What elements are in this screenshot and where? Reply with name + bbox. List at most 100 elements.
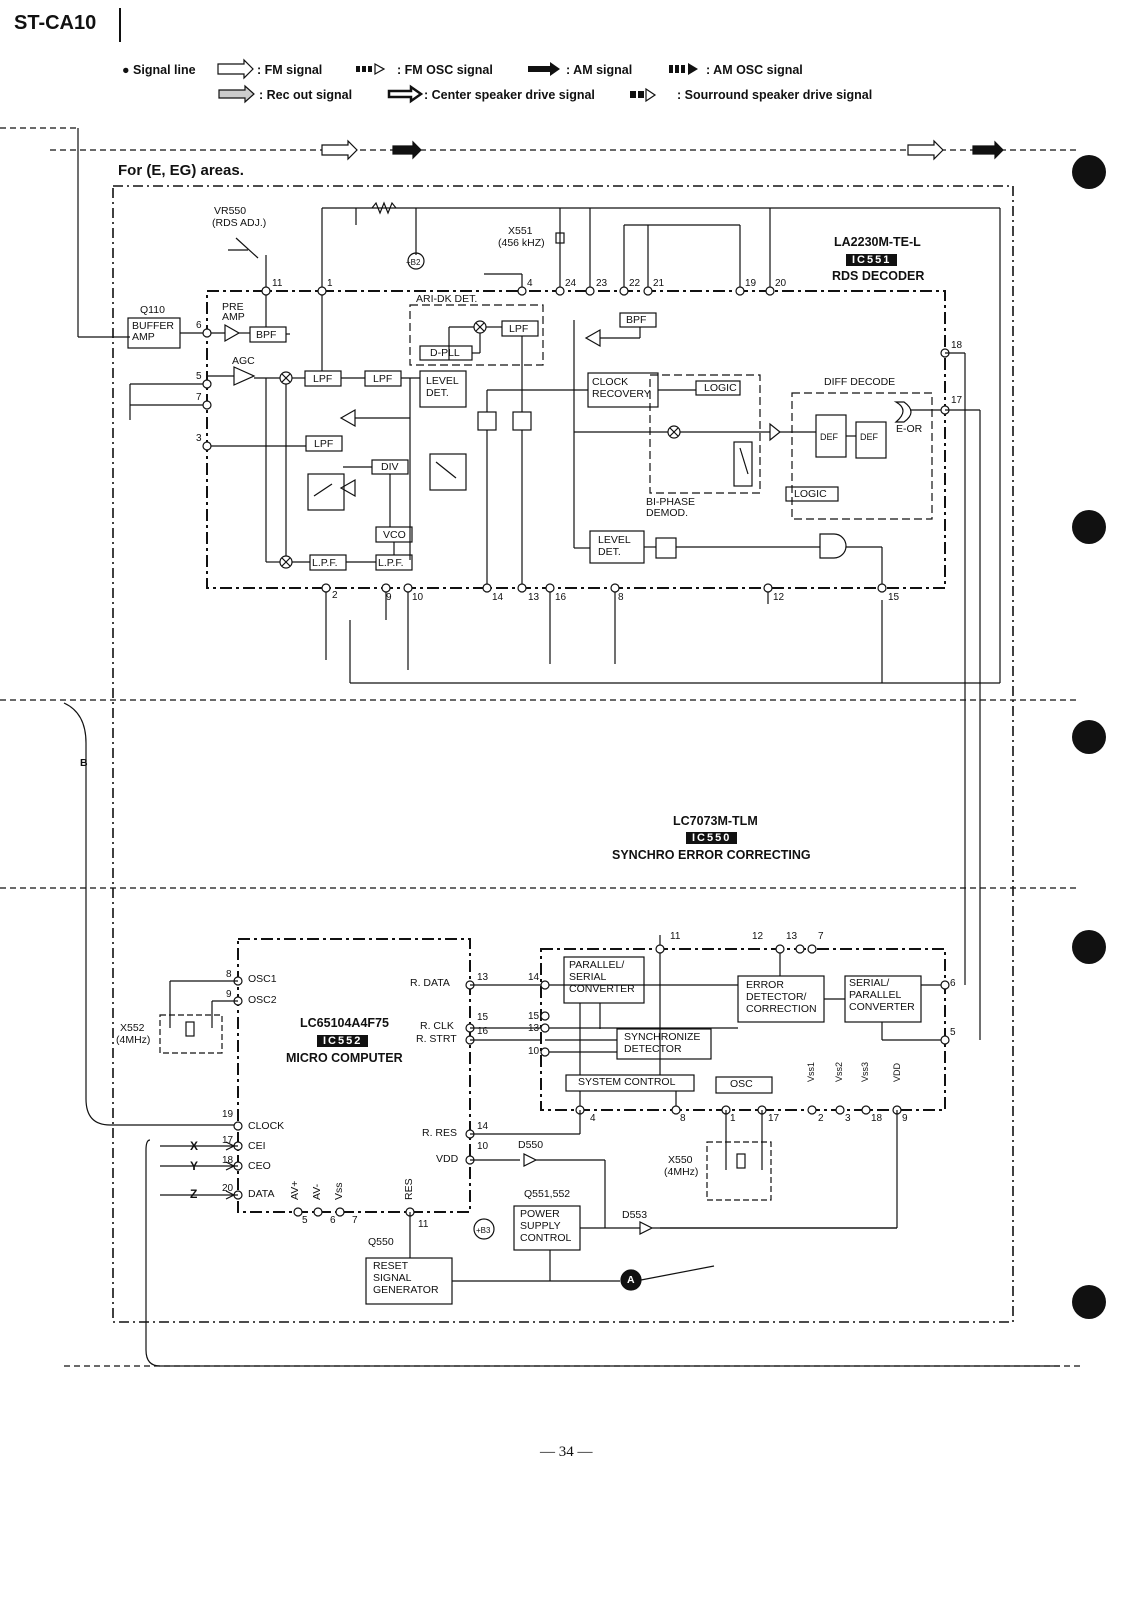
power-supply-2: SUPPLY [520, 1220, 561, 1232]
pin-number: 8 [226, 969, 232, 980]
ic550-part: LC7073M-TLM [673, 814, 758, 828]
parallel-serial-3: CONVERTER [569, 983, 635, 995]
level-det-label-1: LEVEL [598, 534, 631, 546]
pin-number: 7 [196, 392, 202, 403]
vr550-label: VR550 [214, 205, 247, 217]
level-det-label-2: DET. [426, 387, 449, 399]
serial-parallel-1: SERIAL/ [849, 977, 890, 989]
system-control-label: SYSTEM CONTROL [578, 1076, 676, 1088]
pin-number: 4 [527, 278, 533, 289]
level-det-label-2: DET. [598, 546, 621, 558]
serial-parallel-2: PARALLEL [849, 989, 902, 1001]
bi-phase-label-2: DEMOD. [646, 507, 688, 519]
x552-note: (4MHz) [116, 1034, 151, 1046]
vss3-label: Vss3 [860, 1061, 870, 1082]
pin-name: AV+ [289, 1180, 301, 1200]
pre-amp-label-2: AMP [222, 311, 245, 323]
reset-gen-3: GENERATOR [373, 1284, 439, 1296]
pin-number: 7 [352, 1215, 358, 1226]
clock-recovery-label-2: RECOVERY [592, 388, 651, 400]
error-detector-3: CORRECTION [746, 1003, 817, 1015]
legend-signal-line-label: Signal line [133, 63, 196, 77]
buffer-amp-label-1: BUFFER [132, 320, 174, 332]
pin-name: DATA [248, 1188, 275, 1200]
pin-name: RES [403, 1178, 415, 1200]
pin-number: 19 [222, 1109, 234, 1120]
legend-center-label: : Center speaker drive signal [424, 88, 595, 102]
pin-name: R. DATA [410, 977, 450, 989]
bracket-b [63, 702, 238, 1126]
ic550-internals [545, 935, 945, 1110]
x550-note: (4MHz) [664, 1166, 699, 1178]
pin-number: 9 [226, 989, 232, 1000]
ic552-function: MICRO COMPUTER [286, 1051, 403, 1065]
pin-number: 14 [477, 1121, 489, 1132]
pin-number: 15 [528, 1011, 540, 1022]
logic-label: LOGIC [704, 382, 737, 394]
title-divider [119, 8, 121, 42]
pin-name: R. CLK [420, 1020, 454, 1032]
ic551-external [129, 201, 1001, 684]
x551-label: X551 [508, 225, 533, 237]
pin-number: 6 [330, 1215, 336, 1226]
pin-name: Vss [333, 1182, 345, 1200]
x550-box [706, 1141, 772, 1201]
pin-number: 23 [596, 278, 608, 289]
e-or-label: E-OR [896, 423, 923, 435]
page-number: — 34 — [540, 1444, 593, 1460]
pin-number: 4 [590, 1113, 596, 1124]
logic-label: LOGIC [794, 488, 827, 500]
line-y-label: Y [190, 1159, 199, 1173]
ic551-internals [127, 291, 945, 588]
ic550-frame [540, 948, 946, 1111]
bi-phase-label-1: BI-PHASE [646, 496, 696, 508]
legend-signal-line: ● Signal line [122, 63, 196, 77]
binder-hole [1072, 155, 1106, 189]
def-label: DEF [860, 432, 878, 442]
level-det-label-1: LEVEL [426, 375, 459, 387]
bracket-b-label: B [80, 757, 88, 769]
pin-number: 1 [730, 1113, 736, 1124]
ic552-ref: IC552 [317, 1035, 369, 1047]
pin-number: 1 [327, 278, 333, 289]
x552-label: X552 [120, 1022, 145, 1034]
binder-hole [1072, 1285, 1106, 1319]
pin-number: 18 [951, 340, 963, 351]
vss1-label: Vss1 [806, 1061, 816, 1082]
d553-label: D553 [622, 1209, 648, 1221]
pin-number: 5 [302, 1215, 308, 1226]
legend-surround-label: : Sourround speaker drive signal [677, 88, 873, 102]
b3-label: +B3 [476, 1226, 491, 1235]
pin-number: 9 [386, 592, 392, 603]
pin-number: 12 [773, 592, 785, 603]
top-signal-bus [0, 127, 1080, 1367]
ic551-ref: IC551 [846, 254, 898, 266]
reset-gen-2: SIGNAL [373, 1272, 412, 1284]
pin-number: 10 [477, 1141, 489, 1152]
pin-number: 10 [412, 592, 424, 603]
buffer-amp-label-2: AMP [132, 331, 155, 343]
pin-number: 8 [618, 592, 624, 603]
pin-name: CEI [248, 1140, 266, 1152]
vr550-note: (RDS ADJ.) [212, 217, 267, 229]
vco-label: VCO [383, 529, 406, 541]
pin-number: 15 [888, 592, 900, 603]
binder-hole [1072, 510, 1106, 544]
crystal [736, 1153, 746, 1169]
pin-number: 20 [222, 1183, 234, 1194]
pin-name: AV- [311, 1183, 323, 1200]
pin-number: 5 [196, 371, 202, 382]
pin-number: 13 [477, 972, 489, 983]
bracket-xyz [145, 1139, 1060, 1367]
legend-rec-out-label: : Rec out signal [259, 88, 353, 102]
vss2-label: Vss2 [834, 1061, 844, 1082]
agc-label: AGC [232, 355, 255, 367]
pin-number: 9 [902, 1113, 908, 1124]
legend-fm-label: : FM signal [257, 63, 323, 77]
pin-number: 16 [555, 592, 567, 603]
ic550-ref: IC550 [686, 832, 738, 844]
page-title: ST-CA10 [14, 12, 97, 34]
legend-fm-osc-label: : FM OSC signal [397, 63, 493, 77]
legend-am-label: : AM signal [566, 63, 633, 77]
